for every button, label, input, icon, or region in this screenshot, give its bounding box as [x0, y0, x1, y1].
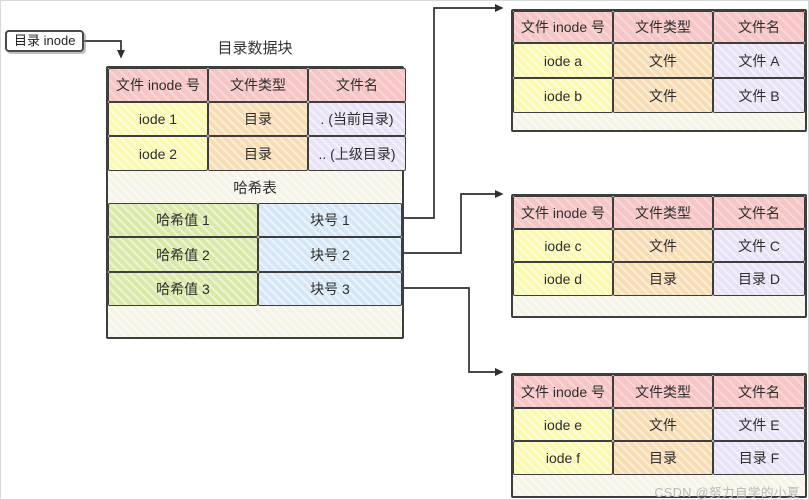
- block3-header-row: 文件 inode 号 文件类型 文件名: [513, 375, 805, 408]
- column-header-inode: 文件 inode 号: [108, 68, 208, 102]
- watermark: CSDN @努力自学的小夏: [654, 486, 800, 500]
- block-table-2: 文件 inode 号 文件类型 文件名 iode c 文件 文件 C iode …: [511, 194, 807, 318]
- table-row: iode 1 目录 . (当前目录): [108, 102, 406, 136]
- column-header-type: 文件类型: [613, 196, 713, 229]
- column-header-name: 文件名: [308, 68, 406, 102]
- file-name-cell: 文件 B: [713, 78, 805, 113]
- column-header-inode: 文件 inode 号: [513, 11, 613, 43]
- table-row: iode c 文件 文件 C: [513, 229, 805, 262]
- dir-inode-label: 目录 inode: [5, 30, 85, 52]
- column-header-name: 文件名: [713, 196, 805, 229]
- inode-cell: iode a: [513, 43, 613, 78]
- empty-row: [108, 306, 402, 341]
- file-name-cell: 目录 D: [713, 262, 805, 296]
- table-row: iode f 目录 目录 F: [513, 441, 805, 475]
- file-type-cell: 目录: [613, 441, 713, 475]
- table-row: iode b 文件 文件 B: [513, 78, 805, 113]
- inode-cell: iode f: [513, 441, 613, 475]
- hash-value-cell: 哈希值 2: [108, 237, 258, 272]
- column-header-inode: 文件 inode 号: [513, 196, 613, 229]
- hash-row: 哈希值 1 块号 1: [108, 203, 402, 237]
- file-name-cell: 目录 F: [713, 441, 805, 475]
- block-table-1: 文件 inode 号 文件类型 文件名 iode a 文件 文件 A iode …: [511, 9, 807, 132]
- hash-table-title: 哈希表: [233, 180, 277, 197]
- file-type-cell: 文件: [613, 229, 713, 262]
- block1-header-row: 文件 inode 号 文件类型 文件名: [513, 11, 805, 43]
- column-header-inode: 文件 inode 号: [513, 375, 613, 408]
- file-type-cell: 文件: [613, 408, 713, 441]
- column-header-type: 文件类型: [613, 375, 713, 408]
- file-name-cell: 文件 A: [713, 43, 805, 78]
- file-name-cell: . (当前目录): [308, 102, 406, 136]
- column-header-name: 文件名: [713, 11, 805, 43]
- table-row: iode a 文件 文件 A: [513, 43, 805, 78]
- table-row: iode 2 目录 .. (上级目录): [108, 136, 406, 171]
- file-type-cell: 文件: [613, 78, 713, 113]
- block-number-cell: 块号 2: [258, 237, 402, 272]
- inode-cell: iode c: [513, 229, 613, 262]
- column-header-type: 文件类型: [208, 68, 308, 102]
- table-row: iode d 目录 目录 D: [513, 262, 805, 296]
- arrow-block1: [404, 4, 504, 219]
- block-number-cell: 块号 1: [258, 203, 402, 237]
- main-header-row: 文件 inode 号 文件类型 文件名: [108, 68, 406, 102]
- hash-value-cell: 哈希值 3: [108, 272, 258, 306]
- file-name-cell: 文件 E: [713, 408, 805, 441]
- file-type-cell: 目录: [208, 136, 308, 171]
- inode-cell: iode b: [513, 78, 613, 113]
- inode-cell: iode 1: [108, 102, 208, 136]
- inode-cell: iode 2: [108, 136, 208, 171]
- hash-row: 哈希值 3 块号 3: [108, 272, 402, 306]
- file-type-cell: 目录: [208, 102, 308, 136]
- file-name-cell: .. (上级目录): [308, 136, 406, 171]
- block-table-3: 文件 inode 号 文件类型 文件名 iode e 文件 文件 E iode …: [511, 373, 807, 498]
- hash-value-cell: 哈希值 1: [108, 203, 258, 237]
- directory-data-block-table: 文件 inode 号 文件类型 文件名 iode 1 目录 . (当前目录) i…: [106, 66, 406, 341]
- file-type-cell: 文件: [613, 43, 713, 78]
- column-header-type: 文件类型: [613, 11, 713, 43]
- arrow-block2: [404, 190, 504, 254]
- column-header-name: 文件名: [713, 375, 805, 408]
- file-name-cell: 文件 C: [713, 229, 805, 262]
- arrow-block3: [404, 287, 504, 376]
- block2-header-row: 文件 inode 号 文件类型 文件名: [513, 196, 805, 229]
- empty-row: [513, 113, 805, 130]
- inode-cell: iode d: [513, 262, 613, 296]
- main-table-title: 目录数据块: [217, 40, 293, 57]
- block-number-cell: 块号 3: [258, 272, 402, 306]
- empty-row: [513, 296, 805, 316]
- file-type-cell: 目录: [613, 262, 713, 296]
- table-row: iode e 文件 文件 E: [513, 408, 805, 441]
- hash-row: 哈希值 2 块号 2: [108, 237, 402, 272]
- inode-cell: iode e: [513, 408, 613, 441]
